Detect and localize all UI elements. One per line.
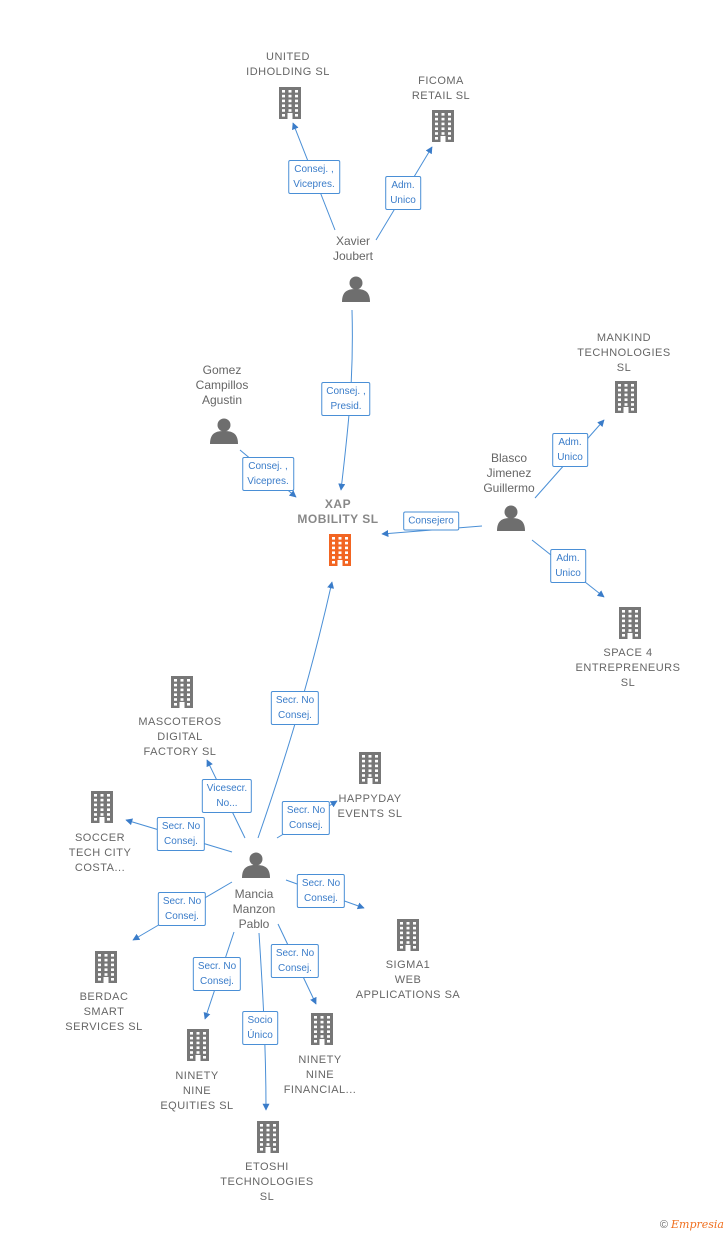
company-label-mankind[interactable]: MANKIND TECHNOLOGIES SL bbox=[577, 332, 671, 374]
person-label-gomez[interactable]: Gomez Campillos Agustin bbox=[195, 363, 249, 407]
edge-label-blasco-xap[interactable]: Consejero bbox=[403, 511, 459, 531]
person-icon-mancia[interactable] bbox=[242, 852, 270, 879]
company-label-sigma1[interactable]: SIGMA1 WEB APPLICATIONS SA bbox=[355, 959, 461, 1001]
edge-label-mancia-mascot[interactable]: Vicesecr. No... bbox=[201, 779, 253, 813]
person-label-xavier[interactable]: Xavier Joubert bbox=[332, 234, 374, 263]
edge-label-mancia-etoshi[interactable]: Socio Único bbox=[242, 1011, 278, 1045]
person-icon-xavier[interactable] bbox=[342, 276, 370, 303]
edge-label-xavier-united[interactable]: Consej. , Vicepres. bbox=[288, 160, 340, 194]
building-icon-united[interactable] bbox=[279, 87, 301, 119]
person-icon-blasco[interactable] bbox=[497, 505, 525, 532]
edge-label-mancia-ninetyeq[interactable]: Secr. No Consej. bbox=[192, 957, 242, 991]
person-label-mancia[interactable]: Mancia Manzon Pablo bbox=[232, 887, 276, 931]
company-label-xap[interactable]: XAP MOBILITY SL bbox=[297, 497, 379, 526]
building-icon-ninetyeq[interactable] bbox=[187, 1029, 209, 1061]
edge-label-mancia-ninetyfin[interactable]: Secr. No Consej. bbox=[270, 944, 320, 978]
edge-label-gomez-xap[interactable]: Consej. , Vicepres. bbox=[242, 457, 294, 491]
company-label-space4[interactable]: SPACE 4 ENTREPRENEURS SL bbox=[575, 647, 681, 689]
edge-label-mancia-sigma1[interactable]: Secr. No Consej. bbox=[296, 874, 346, 908]
edge-label-blasco-mankind[interactable]: Adm. Unico bbox=[552, 433, 588, 467]
building-icon-happyday[interactable] bbox=[359, 752, 381, 784]
building-icon-ninetyfin[interactable] bbox=[311, 1013, 333, 1045]
building-icon-sigma1[interactable] bbox=[397, 919, 419, 951]
brand-logo[interactable]: Empresia bbox=[671, 1218, 724, 1231]
edge-label-mancia-berdac[interactable]: Secr. No Consej. bbox=[157, 892, 207, 926]
company-label-soccer[interactable]: SOCCER TECH CITY COSTA... bbox=[68, 832, 132, 874]
edge-label-mancia-happyday[interactable]: Secr. No Consej. bbox=[281, 801, 331, 835]
company-label-etoshi[interactable]: ETOSHI TECHNOLOGIES SL bbox=[220, 1161, 314, 1203]
company-label-mascot[interactable]: MASCOTEROS DIGITAL FACTORY SL bbox=[138, 716, 222, 758]
edge-label-blasco-space4[interactable]: Adm. Unico bbox=[550, 549, 586, 583]
building-icon-berdac[interactable] bbox=[95, 951, 117, 983]
building-icon-ficoma[interactable] bbox=[432, 110, 454, 142]
building-icon-mankind[interactable] bbox=[615, 381, 637, 413]
person-label-blasco[interactable]: Blasco Jimenez Guillermo bbox=[483, 451, 535, 495]
edge-label-mancia-soccer[interactable]: Secr. No Consej. bbox=[156, 817, 206, 851]
building-icon-soccer[interactable] bbox=[91, 791, 113, 823]
company-label-ficoma[interactable]: FICOMA RETAIL SL bbox=[411, 75, 471, 102]
company-label-ninetyfin[interactable]: NINETY NINE FINANCIAL... bbox=[283, 1054, 357, 1096]
company-label-berdac[interactable]: BERDAC SMART SERVICES SL bbox=[65, 991, 143, 1033]
company-label-happyday[interactable]: HAPPYDAY EVENTS SL bbox=[337, 793, 403, 820]
building-icon-etoshi[interactable] bbox=[257, 1121, 279, 1153]
person-icon-gomez[interactable] bbox=[210, 418, 238, 445]
edge-label-mancia-xap[interactable]: Secr. No Consej. bbox=[270, 691, 320, 725]
building-icon-space4[interactable] bbox=[619, 607, 641, 639]
footer: © Empresia bbox=[660, 1218, 724, 1231]
building-icon-mascot[interactable] bbox=[171, 676, 193, 708]
building-icon-xap[interactable] bbox=[329, 534, 351, 566]
edge-label-xavier-ficoma[interactable]: Adm. Unico bbox=[385, 176, 421, 210]
copyright-symbol: © bbox=[659, 1219, 668, 1231]
company-label-ninetyeq[interactable]: NINETY NINE EQUITIES SL bbox=[160, 1070, 234, 1112]
company-label-united[interactable]: UNITED IDHOLDING SL bbox=[246, 51, 330, 78]
edge-label-xavier-xap[interactable]: Consej. , Presid. bbox=[321, 382, 371, 416]
